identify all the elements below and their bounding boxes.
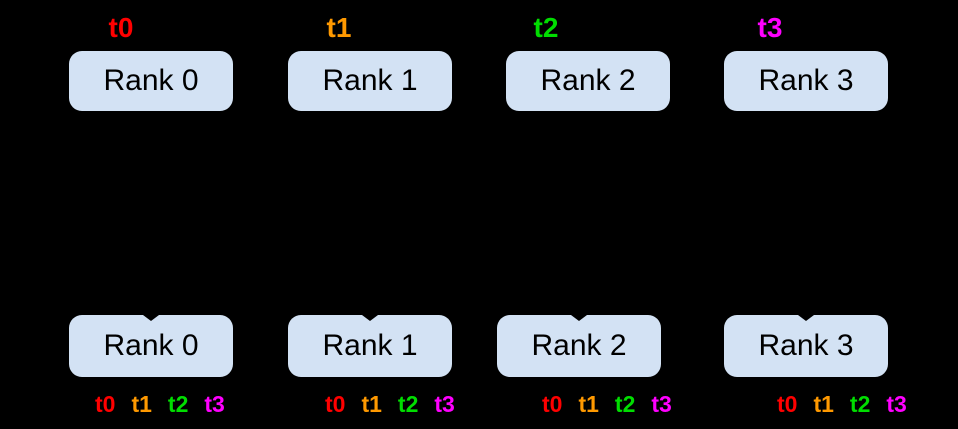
thread-label-t2-top: t2 bbox=[533, 12, 559, 43]
thread-labels-bottom-rank3: t0 t1 t2 t3 bbox=[777, 391, 907, 417]
arrowhead-tip-icon bbox=[362, 315, 378, 321]
rank-box-bottom-2: Rank 2 bbox=[497, 315, 661, 377]
thread-labels-bottom-rank1: t0 t1 t2 t3 bbox=[325, 391, 455, 417]
thread-label-t2: t2 bbox=[397, 391, 419, 417]
rank-box-label: Rank 0 bbox=[103, 329, 199, 362]
arrowhead-tip-icon bbox=[143, 315, 159, 321]
thread-label-t1: t1 bbox=[131, 391, 152, 417]
thread-labels-bottom-rank2: t0 t1 t2 t3 bbox=[542, 391, 672, 417]
thread-label-t0: t0 bbox=[95, 391, 116, 417]
arrowhead-tip-icon bbox=[798, 315, 814, 321]
thread-label-t1: t1 bbox=[578, 391, 599, 417]
rank-box-top-3: Rank 3 bbox=[724, 51, 888, 111]
thread-label-t0: t0 bbox=[777, 391, 798, 417]
rank-box-top-1: Rank 1 bbox=[288, 51, 452, 111]
rank-box-top-0: Rank 0 bbox=[69, 51, 233, 111]
rank-box-bottom-1: Rank 1 bbox=[288, 315, 452, 377]
thread-label-t0: t0 bbox=[325, 391, 346, 417]
thread-label-t2: t2 bbox=[167, 391, 189, 417]
thread-label-t1: t1 bbox=[813, 391, 834, 417]
rank-box-label: Rank 1 bbox=[322, 329, 418, 362]
arrowhead-tip-icon bbox=[571, 315, 587, 321]
thread-label-t3: t3 bbox=[434, 391, 455, 417]
thread-label-t3: t3 bbox=[651, 391, 672, 417]
thread-label-t0: t0 bbox=[542, 391, 563, 417]
thread-label-t2: t2 bbox=[849, 391, 871, 417]
rank-box-label: Rank 0 bbox=[103, 64, 199, 97]
thread-label-t3: t3 bbox=[886, 391, 907, 417]
rank-box-label: Rank 3 bbox=[758, 329, 854, 362]
rank-box-bottom-0: Rank 0 bbox=[69, 315, 233, 377]
rank-box-label: Rank 2 bbox=[531, 329, 627, 362]
thread-label-t1: t1 bbox=[361, 391, 382, 417]
rank-box-label: Rank 3 bbox=[758, 64, 854, 97]
thread-label-t0-top: t0 bbox=[108, 12, 134, 43]
rank-box-label: Rank 2 bbox=[540, 64, 636, 97]
rank-box-bottom-3: Rank 3 bbox=[724, 315, 888, 377]
thread-label-t3-top: t3 bbox=[757, 12, 783, 43]
thread-labels-bottom-rank0: t0 t1 t2 t3 bbox=[95, 391, 225, 417]
rank-box-label: Rank 1 bbox=[322, 64, 418, 97]
rank-box-top-2: Rank 2 bbox=[506, 51, 670, 111]
thread-label-t3: t3 bbox=[204, 391, 225, 417]
thread-label-t1-top: t1 bbox=[326, 12, 352, 43]
thread-label-t2: t2 bbox=[614, 391, 636, 417]
